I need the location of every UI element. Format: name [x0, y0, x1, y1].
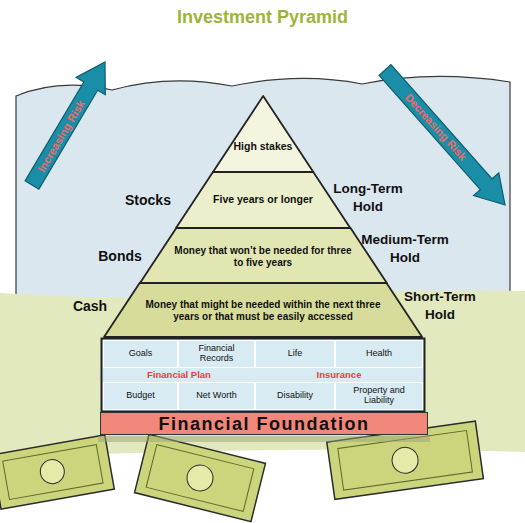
base-group: Financial Plan Goals Financial RecordsBudg… [103, 340, 255, 410]
asset-label: Cash [50, 297, 130, 315]
pyramid-tier: Money that might be needed within the ne… [104, 283, 422, 337]
base-cell: Property and Liability [335, 382, 423, 410]
tier-text: Five years or longer [193, 193, 333, 206]
diagram-title: Investment Pyramid [0, 7, 525, 28]
foundation-text: Financial Foundation [159, 414, 370, 434]
tier-shape [140, 228, 387, 283]
tier-text: High stakes [218, 140, 308, 153]
hold-label: Short-Term Hold [395, 288, 485, 323]
base-cell: Goals [103, 340, 178, 368]
cell-text: Goals [111, 349, 170, 359]
pyramid-shadow [98, 436, 430, 442]
base-cell: Budget [103, 382, 178, 410]
cell-text: Financial Records [186, 344, 247, 364]
money-bill [135, 434, 266, 521]
cell-text: Property and Liability [343, 386, 415, 406]
base-cell: Net Worth [178, 382, 255, 410]
hold-label: Long-Term Hold [323, 180, 413, 215]
tier-shape [104, 283, 422, 337]
cell-text: Life [263, 349, 327, 359]
tier-text: Money that won’t be needed for three to … [173, 245, 353, 269]
tier-shape [176, 172, 350, 228]
pyramid-tier: Five years or longer [176, 172, 350, 228]
sky-background [16, 76, 510, 302]
foundation-band: Financial Foundation [100, 412, 428, 435]
base-group: Insurance Life HealthDisability Property an… [255, 340, 423, 410]
cell-text: Budget [111, 391, 170, 401]
hold-label: Medium-Term Hold [355, 231, 455, 266]
asset-label: Stocks [108, 191, 188, 209]
base-cell: Disability [255, 382, 335, 410]
asset-label: Bonds [80, 247, 160, 265]
pyramid-tier: High stakes [213, 96, 313, 172]
cell-text: Health [343, 349, 415, 359]
cell-text: Net Worth [186, 391, 247, 401]
money-bill [0, 435, 114, 509]
base-outline [102, 339, 425, 412]
base-cell: Life [255, 340, 335, 368]
cell-text: Disability [263, 391, 327, 401]
group-heading: Financial Plan [103, 368, 255, 382]
pyramid-tier: Money that won’t be needed for three to … [140, 228, 387, 283]
group-heading: Insurance [255, 368, 423, 382]
base-cell: Health [335, 340, 423, 368]
tier-text: Money that might be needed within the ne… [132, 299, 394, 323]
tier-shape [213, 96, 313, 172]
base-cell: Financial Records [178, 340, 255, 368]
tier-outline [213, 96, 313, 172]
